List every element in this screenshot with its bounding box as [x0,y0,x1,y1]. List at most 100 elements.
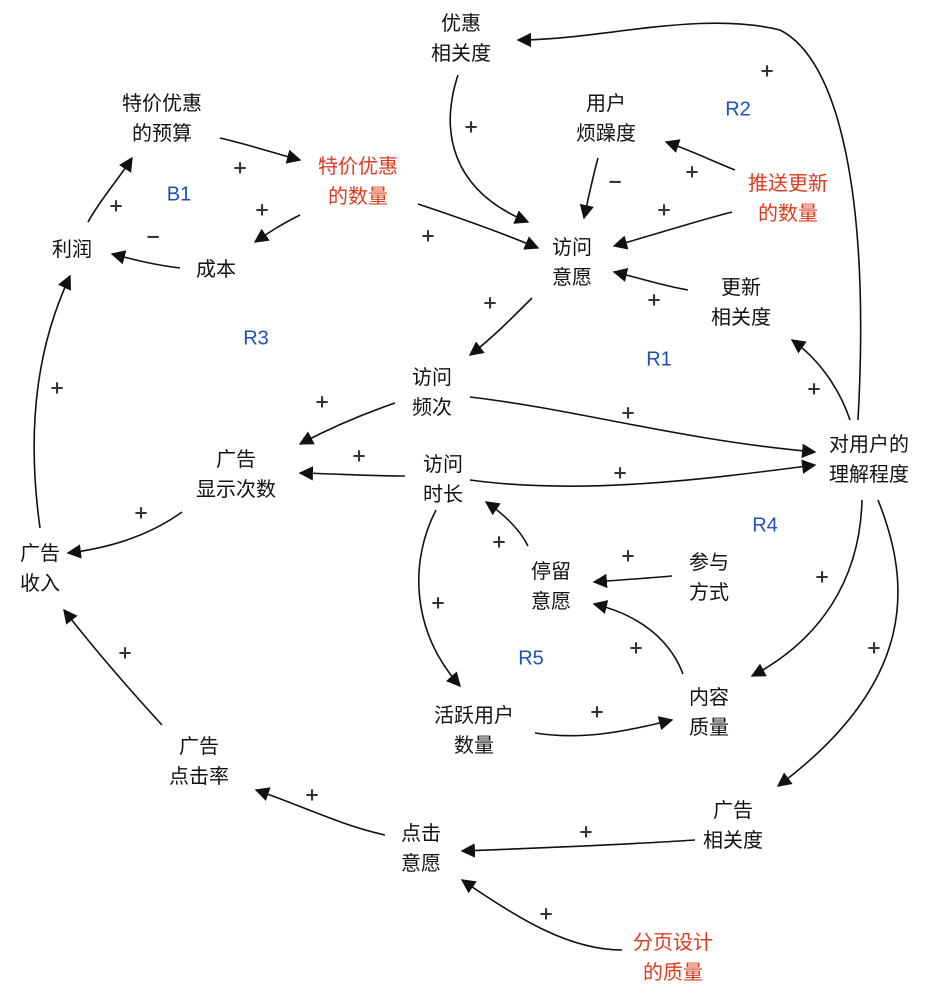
node-text-line: 频次 [412,395,452,419]
edge-special-count-to-cost [253,214,301,243]
node-text-line: 更新 [721,275,761,299]
edge-understanding-to-update-relevance [790,339,851,421]
node-text-line: 访问 [423,452,463,476]
edge-understanding-to-ad-relevance [776,499,899,787]
edge-visit-duration-to-active-users [418,509,461,688]
loop-label-b1: B1 [166,183,192,206]
node-visit-freq: 访问 频次 [412,362,452,422]
edge-visit-freq-to-ad-impressions [298,402,396,445]
edge-visit-duration-to-understanding [469,459,817,487]
node-special-count: 特价优惠 的数量 [318,151,398,211]
edge-update-relevance-to-visit-will [612,267,689,291]
node-text-line: 访问 [412,365,452,389]
edge-ad-impressions-to-ad-revenue [66,511,183,559]
node-visit-duration: 访问 时长 [423,449,463,509]
node-text-line: 点击率 [169,764,229,788]
node-text-line: 的预算 [132,121,192,145]
polarity-minus: − [145,226,161,248]
node-paging-design: 分页设计 的质量 [633,927,713,987]
polarity-plus: + [814,566,830,588]
polarity-plus: + [620,402,636,424]
polarity-plus: + [117,642,133,664]
node-text-line: 相关度 [711,305,771,329]
edge-visit-will-to-visit-freq [468,297,533,356]
node-text-line: 方式 [689,580,729,604]
node-content-quality: 内容 质量 [689,682,729,742]
edge-push-to-annoyance [664,139,736,171]
polarity-plus: + [612,462,628,484]
edge-ad-ctr-to-ad-revenue [63,608,163,726]
edge-understanding-to-discount-relevance [516,22,862,421]
node-text-line: 数量 [454,733,494,757]
node-text-line: 意愿 [401,851,441,875]
polarity-plus: + [304,784,320,806]
polarity-plus: + [463,116,479,138]
edge-understanding-to-content-quality [750,499,863,677]
node-text-line: 收入 [20,571,60,595]
node-text-line: 推送更新 [748,171,828,195]
polarity-plus: + [108,195,124,217]
edge-paging-to-click-will [460,879,623,951]
polarity-plus: + [254,199,270,221]
node-push-count: 推送更新 的数量 [748,168,828,228]
loop-label-r4: R4 [752,514,778,537]
node-text-line: 理解程度 [829,462,909,486]
polarity-minus: − [607,171,623,193]
node-ad-ctr: 广告 点击率 [169,731,229,791]
node-ad-relevance: 广告 相关度 [703,795,763,855]
node-text-line: 用户 [586,91,626,115]
edge-discount-relevance-to-visit-will [449,74,530,224]
node-text-line: 相关度 [703,828,763,852]
node-text-line: 利润 [52,237,92,261]
node-visit-will: 访问 意愿 [552,232,592,292]
loop-label-r3: R3 [243,327,269,350]
polarity-plus: + [866,637,882,659]
node-profit: 利润 [52,234,92,264]
node-update-relevance: 更新 相关度 [711,272,771,332]
polarity-plus: + [646,289,662,311]
polarity-plus: + [759,60,775,82]
polarity-plus: + [538,903,554,925]
edge-active-users-to-content-quality [534,716,674,737]
node-text-line: 特价优惠 [318,154,398,178]
node-discount-relevance: 优惠 相关度 [431,8,491,68]
node-text-line: 成本 [196,257,236,281]
node-click-will: 点击 意愿 [401,818,441,878]
polarity-plus: + [684,161,700,183]
edge-profit-to-budget [87,156,133,223]
node-text-line: 广告 [713,798,753,822]
polarity-plus: + [430,592,446,614]
node-text-line: 的数量 [758,201,818,225]
polarity-plus: + [656,199,672,221]
node-user-annoyance: 用户 烦躁度 [576,88,636,148]
node-text-line: 显示次数 [196,477,276,501]
loop-label-r1: R1 [646,348,672,371]
node-text-line: 的质量 [643,960,703,984]
node-text-line: 烦躁度 [576,121,636,145]
node-text-line: 广告 [179,734,219,758]
polarity-plus: + [589,701,605,723]
node-cost: 成本 [196,254,236,284]
node-text-line: 停留 [531,559,571,583]
node-user-understanding: 对用户的 理解程度 [829,429,909,489]
polarity-plus: + [482,292,498,314]
polarity-plus: + [351,445,367,467]
node-text-line: 对用户的 [829,432,909,456]
polarity-plus: + [578,821,594,843]
node-text-line: 分页设计 [633,930,713,954]
node-participation: 参与 方式 [689,547,729,607]
polarity-plus: + [420,225,436,247]
polarity-plus: + [620,545,636,567]
node-text-line: 优惠 [441,11,481,35]
edge-stay-will-to-visit-duration [484,501,529,547]
loop-label-r5: R5 [518,647,544,670]
node-text-line: 的数量 [328,184,388,208]
edge-cost-to-profit [110,250,181,269]
edge-ad-revenue-to-profit [33,274,72,529]
edge-budget-to-special-count [219,137,302,164]
polarity-plus: + [314,391,330,413]
node-special-budget: 特价优惠 的预算 [122,88,202,148]
node-ad-revenue: 广告 收入 [20,538,60,598]
edge-content-quality-to-stay-will [592,600,684,675]
